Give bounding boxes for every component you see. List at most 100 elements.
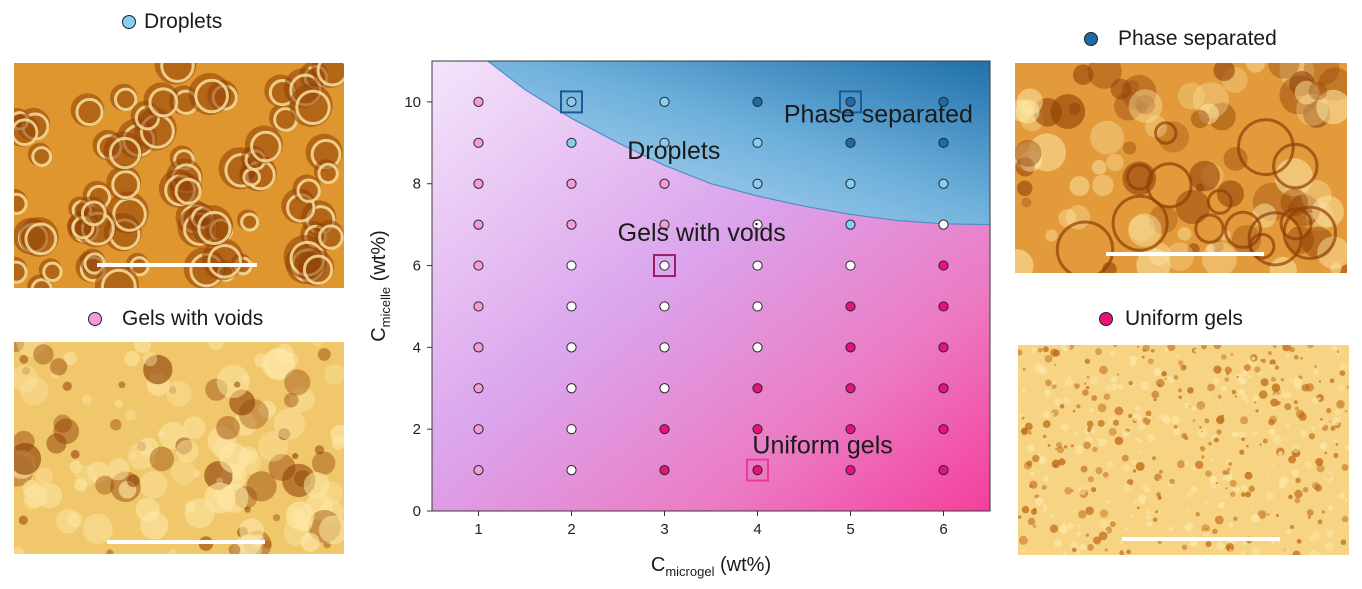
data-point (845, 178, 856, 189)
y-tick-label: 6 (413, 258, 421, 275)
phase-separated-scale-bar (1106, 252, 1264, 256)
droplets-panel-label: Droplets (122, 10, 222, 34)
data-point (473, 137, 484, 148)
y-axis-title: Cmicelle (wt%) (368, 230, 393, 342)
data-point (752, 137, 763, 148)
gels-voids-panel-label: Gels with voids (88, 307, 263, 331)
data-point (659, 464, 670, 476)
y-tick-label: 10 (404, 94, 421, 111)
data-point (566, 219, 577, 230)
data-point (473, 219, 484, 230)
data-point (845, 342, 856, 353)
x-axis-title: Cmicrogel (wt%) (651, 554, 771, 579)
uniform-gels-scale-bar (1122, 537, 1280, 541)
data-point (659, 260, 670, 271)
data-point (566, 342, 577, 353)
highlight-box (653, 254, 676, 278)
y-tick-label: 8 (413, 176, 421, 193)
y-tick-label: 0 (413, 503, 421, 520)
y-tick-label: 2 (413, 421, 421, 438)
droplet-region (487, 61, 990, 225)
data-point (566, 383, 577, 394)
data-point (938, 219, 949, 230)
data-point (845, 219, 856, 230)
data-point (752, 260, 763, 271)
data-point (566, 464, 577, 476)
data-point (752, 96, 763, 108)
x-tick-label: 1 (474, 521, 482, 538)
uniform-gels-dot-icon (1099, 312, 1113, 326)
region-label: Uniform gels (752, 432, 892, 460)
uniform-gels-micrograph (1018, 345, 1349, 555)
data-point (473, 464, 484, 476)
gels-voids-micrograph (14, 342, 344, 554)
x-tick-label: 3 (660, 521, 668, 538)
data-point (473, 383, 484, 394)
data-point (938, 342, 949, 353)
data-point (473, 260, 484, 271)
highlight-box (746, 458, 769, 482)
data-point (473, 301, 484, 312)
droplets-label-text: Droplets (144, 10, 223, 33)
x-tick-label: 2 (567, 521, 575, 538)
data-point (473, 96, 484, 108)
data-point (938, 178, 949, 189)
data-point (473, 424, 484, 435)
region-label: Phase separated (784, 100, 973, 128)
data-point (659, 383, 670, 394)
data-point (938, 424, 949, 435)
gels-voids-label-text: Gels with voids (122, 307, 264, 330)
data-point (566, 178, 577, 189)
data-point (659, 137, 670, 148)
data-point (659, 178, 670, 189)
gels-voids-scale-bar (107, 540, 265, 544)
x-tick-label: 6 (939, 521, 947, 538)
x-tick-label: 4 (753, 521, 761, 538)
data-point (845, 137, 856, 148)
data-point (752, 301, 763, 312)
uniform-gels-panel-label: Uniform gels (1099, 307, 1243, 331)
y-tick-label: 4 (413, 339, 421, 356)
x-tick-label: 5 (846, 521, 854, 538)
region-label: Droplets (627, 137, 720, 165)
data-point (659, 342, 670, 353)
data-point (938, 96, 949, 108)
data-point (473, 178, 484, 189)
region-label: Gels with voids (618, 219, 786, 247)
data-point (566, 424, 577, 435)
data-point (659, 96, 670, 108)
data-point (845, 383, 856, 394)
data-point (845, 260, 856, 271)
data-point (752, 178, 763, 189)
phase-separated-panel-label: Phase separated (1084, 27, 1277, 51)
data-point (752, 383, 763, 394)
highlight-box (839, 90, 862, 114)
data-point (659, 424, 670, 435)
data-point (845, 96, 856, 108)
droplets-micrograph (14, 63, 344, 288)
highlight-box (560, 90, 583, 114)
data-point (566, 137, 577, 148)
data-point (659, 219, 670, 230)
phase-separated-dot-icon (1084, 32, 1098, 46)
data-point (938, 464, 949, 476)
data-point (938, 383, 949, 394)
data-point (473, 342, 484, 353)
data-point (938, 137, 949, 148)
droplets-scale-bar (97, 263, 257, 267)
droplets-dot-icon (122, 15, 136, 29)
phase-separated-micrograph (1015, 63, 1347, 273)
data-point (845, 424, 856, 435)
data-point (566, 96, 577, 108)
droplet-boundary-line (487, 61, 990, 226)
data-point (938, 260, 949, 271)
data-point (752, 219, 763, 230)
data-point (566, 260, 577, 271)
phase-separated-label-text: Phase separated (1118, 27, 1277, 50)
data-point (752, 342, 763, 353)
data-point (659, 301, 670, 312)
gels-voids-dot-icon (88, 312, 102, 326)
uniform-gels-label-text: Uniform gels (1125, 307, 1243, 330)
plot-frame (431, 60, 991, 512)
